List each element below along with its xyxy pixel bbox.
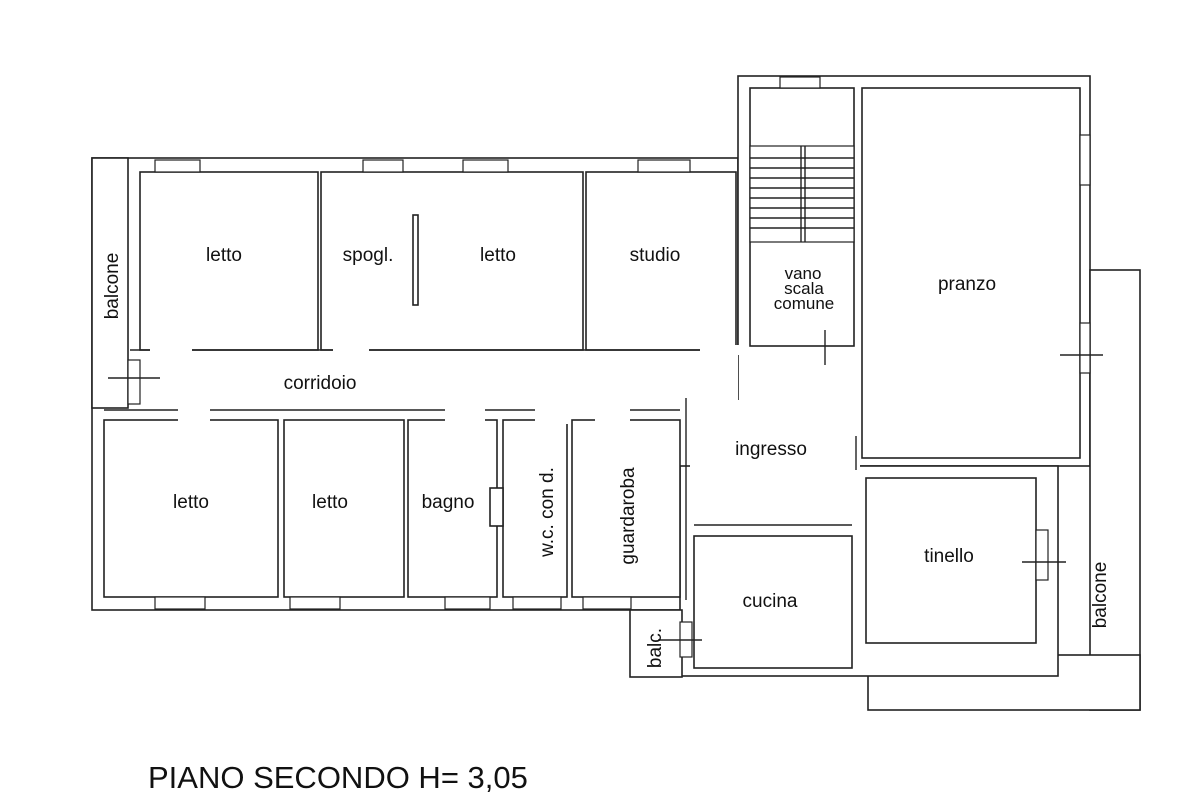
room-letto-4 bbox=[283, 419, 405, 598]
label-letto-2: letto bbox=[480, 245, 516, 266]
stairs bbox=[749, 145, 855, 243]
room-pranzo bbox=[861, 87, 1081, 459]
wc-niche bbox=[489, 487, 504, 527]
label-corridoio: corridoio bbox=[284, 373, 357, 394]
label-bagno: bagno bbox=[422, 492, 475, 513]
label-vano: vano bbox=[785, 264, 822, 283]
room-guardaroba bbox=[571, 419, 681, 598]
balc-small-area bbox=[629, 609, 683, 678]
label-pranzo: pranzo bbox=[938, 274, 996, 295]
balcone-left-area bbox=[91, 157, 129, 409]
room-letto-3 bbox=[103, 419, 279, 598]
label-guardaroba: guardaroba bbox=[618, 467, 639, 565]
label-ingresso: ingresso bbox=[735, 439, 807, 460]
room-tinello bbox=[865, 477, 1037, 644]
label-scala: scala bbox=[784, 279, 824, 298]
label-letto-4: letto bbox=[312, 492, 348, 513]
label-studio: studio bbox=[630, 245, 681, 266]
walls bbox=[91, 75, 1141, 711]
room-spogl-letto bbox=[320, 171, 584, 351]
label-comune: comune bbox=[774, 294, 834, 313]
label-balcone-left: balcone bbox=[102, 253, 123, 320]
label-wc: w.c. con d. bbox=[537, 467, 558, 558]
partition bbox=[412, 214, 419, 306]
room-cucina bbox=[693, 535, 853, 669]
label-balcone-right: balcone bbox=[1090, 562, 1111, 629]
label-cucina: cucina bbox=[743, 591, 798, 612]
label-balc: balc. bbox=[645, 628, 666, 668]
room-bagno bbox=[407, 419, 498, 598]
label-tinello: tinello bbox=[924, 546, 974, 567]
label-letto-3: letto bbox=[173, 492, 209, 513]
balcone-right-area bbox=[1089, 269, 1141, 711]
windows bbox=[108, 76, 1103, 658]
label-spogliatoio: spogl. bbox=[343, 245, 394, 266]
label-letto-1: letto bbox=[206, 245, 242, 266]
plan-title: PIANO SECONDO H= 3,05 bbox=[148, 760, 528, 795]
